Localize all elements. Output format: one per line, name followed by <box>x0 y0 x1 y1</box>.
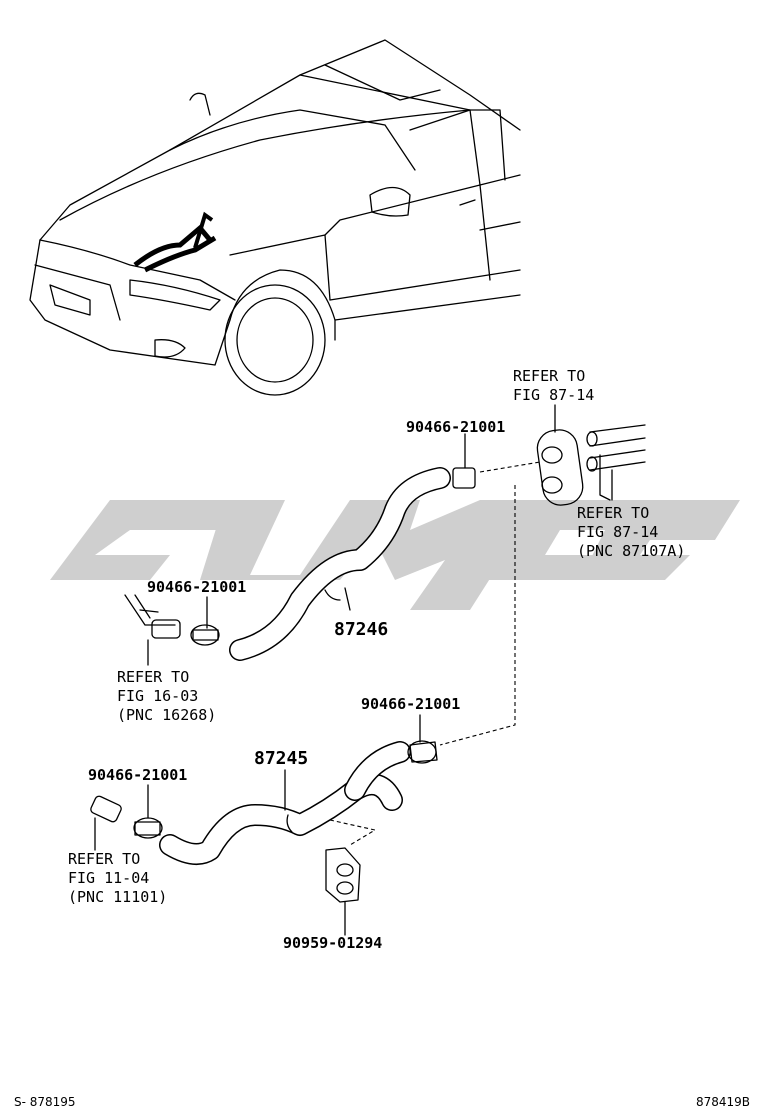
hose-87245-label: 87245 <box>254 748 308 769</box>
refer-87-14-right-line3: (PNC 87107A) <box>577 542 685 560</box>
hose-87245 <box>159 741 411 865</box>
clamp-left-upper-part <box>190 624 220 646</box>
clamp-mid-right-part <box>407 740 438 764</box>
refer-11-04-line2: FIG 11-04 <box>68 869 149 887</box>
bracket-part <box>325 847 361 903</box>
refer-11-04-line3: (PNC 11101) <box>68 888 167 906</box>
clamp-mid-right-label: 90466-21001 <box>361 695 460 713</box>
refer-87-14-top-line1: REFER TO <box>513 367 585 385</box>
refer-11-04-line1: REFER TO <box>68 850 140 868</box>
clamp-left-upper-label: 90466-21001 <box>147 578 246 596</box>
bracket-label: 90959-01294 <box>283 934 382 952</box>
clamp-left-lower-part <box>133 817 163 839</box>
refer-16-03-line3: (PNC 16268) <box>117 706 216 724</box>
car-illustration <box>29 39 521 396</box>
refer-87-14-top-line2: FIG 87-14 <box>513 386 594 404</box>
refer-16-03-line1: REFER TO <box>117 668 189 686</box>
clamp-top-part <box>452 467 476 489</box>
hose-87246 <box>229 467 451 661</box>
hose-87246-label: 87246 <box>334 619 388 640</box>
footer-left-code: S- 878195 <box>14 1095 76 1109</box>
clamp-top-label: 90466-21001 <box>406 418 505 436</box>
water-outlet-pipe <box>90 795 122 823</box>
heater-pipes <box>536 424 646 506</box>
refer-87-14-right-line2: FIG 87-14 <box>577 523 658 541</box>
footer-right-code: 878419B <box>696 1095 750 1109</box>
engine-outlet-pipe <box>124 594 181 639</box>
refer-87-14-right-line1: REFER TO <box>577 504 649 522</box>
refer-16-03-line2: FIG 16-03 <box>117 687 198 705</box>
clamp-left-lower-label: 90466-21001 <box>88 766 187 784</box>
